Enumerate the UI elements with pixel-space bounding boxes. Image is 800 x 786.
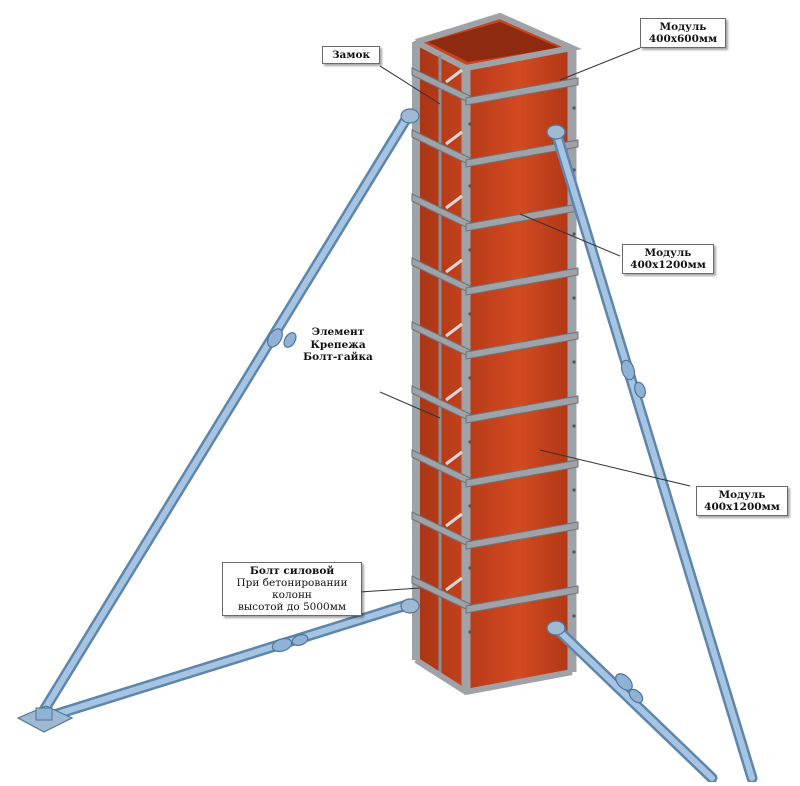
base-plate xyxy=(16,705,74,733)
frame-bolt xyxy=(468,630,472,634)
column-frame-ribs xyxy=(411,67,579,634)
label-power-bolt: Болт силовой При бетонировании колонн вы… xyxy=(222,562,362,616)
frame-bolt xyxy=(572,296,576,300)
label-module-mid: Модуль 400х1200мм xyxy=(622,244,714,274)
brace-right-lower xyxy=(550,622,718,784)
label-module-top: Модуль 400х600мм xyxy=(640,18,726,48)
frame-bolt xyxy=(572,106,576,110)
frame-bolt xyxy=(468,248,472,252)
frame-bolt xyxy=(468,566,472,570)
label-lock-text: Замок xyxy=(331,49,371,61)
brace-left-lower xyxy=(32,598,416,726)
frame-bolt xyxy=(468,376,472,380)
lock-pin xyxy=(445,68,463,84)
frame-rib-front xyxy=(465,139,579,168)
frame-rib-front xyxy=(465,331,579,360)
frame-bolt xyxy=(468,504,472,508)
frame-bolt xyxy=(572,550,576,554)
label-module-mid-line2: 400х1200мм xyxy=(630,259,706,271)
lock-pin xyxy=(445,130,463,146)
brace-couplings xyxy=(267,328,646,704)
label-lock: Замок xyxy=(322,46,380,64)
label-module-top-line2: 400х600мм xyxy=(648,33,718,45)
lock-pin xyxy=(445,386,463,402)
frame-bolt xyxy=(572,360,576,364)
frame-bolt xyxy=(468,312,472,316)
label-power-bolt-title: Болт силовой xyxy=(249,565,335,577)
frame-rib-front xyxy=(465,521,579,550)
lock-pin xyxy=(445,258,463,274)
lock-pin xyxy=(445,512,463,528)
lock-pin xyxy=(445,576,463,592)
frame-rib-front xyxy=(465,585,579,614)
frame-bolt xyxy=(572,232,576,236)
label-module-low: Модуль 400х1200мм xyxy=(696,486,788,516)
lock-pin xyxy=(445,322,463,338)
frame-rib-front xyxy=(465,267,579,296)
label-module-top-line1: Модуль xyxy=(659,21,707,33)
label-module-low-line2: 400х1200мм xyxy=(704,501,780,513)
frame-bolt xyxy=(572,424,576,428)
brace-brackets xyxy=(400,108,566,636)
label-fastener: Элемент Крепежа Болт-гайка xyxy=(298,326,378,364)
lock-pin xyxy=(445,450,463,466)
leader-lines xyxy=(359,47,691,593)
brace-left-upper xyxy=(32,110,414,726)
label-fastener-line2: Крепежа xyxy=(310,338,366,351)
frame-bolt xyxy=(468,440,472,444)
frame-bolt xyxy=(468,122,472,126)
label-module-low-line1: Модуль xyxy=(718,489,766,501)
frame-rib-front xyxy=(465,459,579,488)
frame-bolt xyxy=(468,184,472,188)
brace-right-upper xyxy=(550,126,758,784)
label-fastener-line3: Болт-гайка xyxy=(303,351,373,363)
frame-rib-front xyxy=(465,77,579,106)
frame-bolt xyxy=(572,614,576,618)
frame-bolt xyxy=(572,488,576,492)
label-power-bolt-note1: При бетонировании колонн xyxy=(236,577,348,601)
label-module-mid-line1: Модуль xyxy=(644,247,692,259)
column-formwork xyxy=(412,12,583,696)
lock-pin xyxy=(445,194,463,210)
frame-rib-front xyxy=(465,395,579,424)
label-power-bolt-note2: высотой до 5000мм xyxy=(237,601,347,613)
label-fastener-line1: Элемент xyxy=(311,326,365,338)
